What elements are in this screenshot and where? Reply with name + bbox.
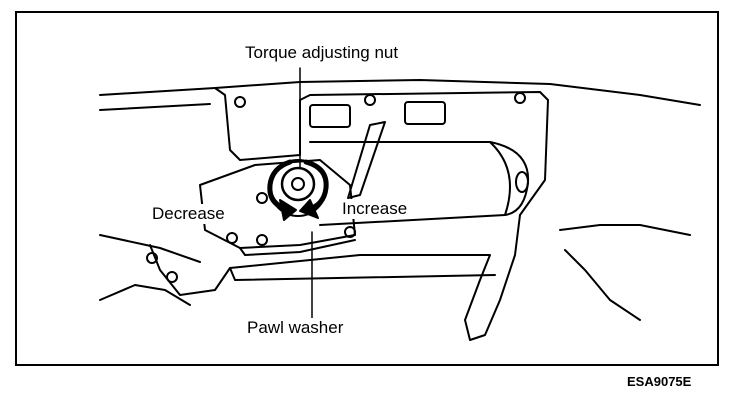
panel-right-bottom	[559, 224, 691, 236]
figure-frame	[15, 11, 719, 366]
housing-bolt-4	[256, 192, 268, 204]
bracket-hole-4	[146, 252, 158, 264]
motor-body	[309, 141, 511, 226]
bracket-slot-left	[309, 104, 351, 128]
increase-label: Increase	[340, 199, 410, 219]
panel-lower-left	[99, 234, 201, 263]
panel-bottom-left	[99, 284, 191, 306]
bracket-hole-2	[364, 94, 376, 106]
torque-nut	[280, 166, 316, 202]
bracket-hole-5	[166, 271, 178, 283]
torque-nut-center	[291, 177, 305, 191]
figure-code: ESA9075E	[627, 374, 692, 389]
increase-arrowhead	[299, 199, 319, 219]
housing-bolt-1	[226, 232, 238, 244]
bracket-hole-1	[234, 96, 246, 108]
decrease-label: Decrease	[150, 204, 227, 224]
bracket-hole-3	[514, 92, 526, 104]
increase-arrow	[303, 159, 329, 213]
panel-upper-line	[99, 103, 211, 111]
bracket-frame	[149, 87, 549, 341]
housing-bolt-2	[256, 234, 268, 246]
panel-top-edge	[99, 79, 701, 106]
decrease-arrowhead	[279, 199, 297, 221]
link-rod	[347, 121, 386, 199]
torque-nut-label: Torque adjusting nut	[245, 43, 399, 62]
panel-right-curve	[564, 249, 641, 321]
decrease-arrow	[267, 159, 293, 213]
motor-end-boss	[515, 171, 529, 193]
gear-housing-lower	[239, 239, 356, 256]
bracket-slot-right	[404, 101, 446, 125]
pawl-washer-label: Pawl washer	[245, 318, 346, 338]
housing-bolt-3	[344, 226, 356, 238]
bracket-inner	[229, 267, 496, 281]
